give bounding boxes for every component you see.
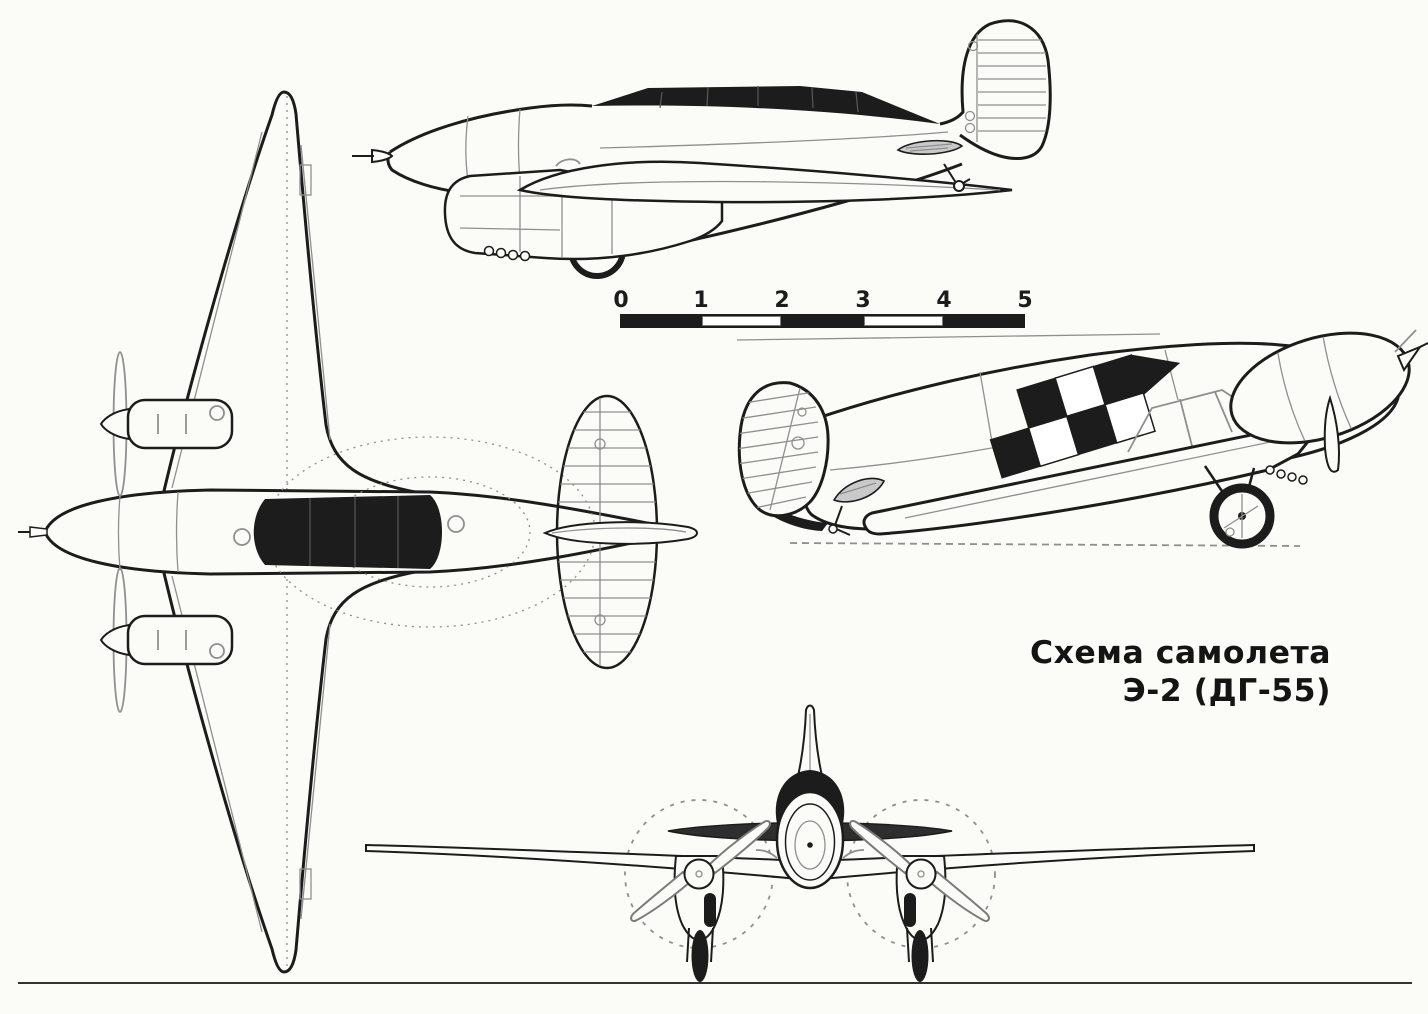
- elevator-grounded: [832, 477, 886, 503]
- hinge-fitting: [967, 40, 979, 52]
- scale-label-3: 3: [855, 288, 870, 313]
- propeller-hub: [352, 148, 394, 164]
- propeller-hub: [905, 858, 937, 890]
- nacelle-detail: [209, 405, 225, 421]
- trim-tab: [299, 164, 312, 196]
- construction-ellipse: [329, 476, 531, 588]
- scale-label-1: 1: [693, 288, 708, 313]
- main-gear-grounded: [1203, 465, 1275, 549]
- top-view: [18, 90, 698, 974]
- engine-nacelle-front-left: [630, 819, 771, 982]
- exhaust-stub: [495, 247, 507, 259]
- hinge-fitting: [964, 110, 976, 122]
- exhaust-stubs-grounded: [1265, 465, 1308, 485]
- hinge-fitting: [964, 122, 976, 134]
- propeller-blade: [928, 870, 990, 923]
- propeller-hub: [683, 858, 715, 890]
- scale-bar-body: [620, 314, 1025, 328]
- propeller-blade: [849, 819, 914, 875]
- tail-skid: [828, 505, 851, 536]
- nacelle-body: [126, 614, 234, 666]
- gear-wheel: [911, 930, 929, 982]
- propeller-blade: [706, 819, 771, 875]
- engine-nacelle-lower: [99, 567, 234, 713]
- wing-fairing-bump: [555, 158, 581, 167]
- aileron-hinge-line: [300, 623, 331, 920]
- gear-fork: [906, 927, 934, 963]
- stabilizer-inner-line: [551, 527, 687, 534]
- canopy-plan: [253, 495, 442, 569]
- near-wing-grounded: [862, 425, 1316, 536]
- aileron-hinge-line: [300, 144, 331, 441]
- exhaust-stub: [519, 250, 531, 262]
- gear-fork: [686, 927, 714, 963]
- side-view: [352, 19, 1052, 279]
- exhaust-stub: [507, 249, 519, 261]
- far-wing-line: [736, 333, 1161, 341]
- engine-nacelle-front-right: [849, 819, 990, 982]
- scale-label-2: 2: [774, 288, 789, 313]
- nacelle-body: [126, 398, 234, 450]
- scale-label-5: 5: [1017, 288, 1032, 313]
- exhaust-slots: [157, 414, 187, 434]
- hinge-fitting: [791, 436, 805, 450]
- gear-wheel: [691, 930, 709, 982]
- nacelle-detail: [209, 643, 225, 659]
- scale-bar: 0 1 2 3 4 5: [613, 288, 1033, 328]
- cooler-slot: [704, 893, 716, 927]
- scale-bar-segment-white: [864, 316, 943, 326]
- title-block: Схема самолета Э-2 (ДГ-55): [1030, 635, 1331, 709]
- hinge-fitting: [797, 407, 807, 417]
- canopy-frame: [309, 496, 399, 568]
- elevator-side: [896, 139, 964, 155]
- canopy-side: [592, 86, 940, 124]
- wing-side-section: [516, 158, 1013, 204]
- canopy-frames: [659, 86, 859, 113]
- scale-label-4: 4: [936, 288, 951, 313]
- title-line-2: Э-2 (ДГ-55): [1123, 673, 1331, 709]
- trim-tab: [299, 868, 312, 900]
- porthole: [447, 515, 465, 533]
- propeller-grounded: [1323, 329, 1428, 473]
- front-view: [365, 704, 1255, 982]
- tail-fin-grounded: [737, 381, 830, 518]
- porthole: [233, 528, 251, 546]
- stabilizer-lens: [542, 521, 698, 545]
- fin-front: [796, 704, 824, 777]
- spinner: [99, 407, 131, 441]
- fuselage-front: [755, 770, 865, 890]
- wing-root-fairing: [755, 849, 865, 859]
- checker-arrow: [1131, 354, 1181, 395]
- tail-plan: [542, 394, 698, 670]
- rudder-ribs: [976, 28, 1046, 142]
- nose-spinner: [29, 526, 48, 538]
- cooler-slot: [904, 893, 916, 927]
- tail-wheel-side: [943, 163, 971, 192]
- checker-marking: [989, 354, 1181, 479]
- spinner: [99, 623, 131, 657]
- ground-dashes: [789, 542, 1301, 547]
- tail-fin-side: [939, 19, 1052, 160]
- panel-line: [175, 491, 179, 573]
- rudder-ribs: [739, 387, 819, 511]
- wheel-hub-detail: [1225, 527, 1235, 537]
- scale-bar-segment-white: [702, 316, 781, 326]
- title-line-1: Схема самолета: [1030, 635, 1331, 671]
- exhaust-slots: [157, 630, 187, 650]
- engine-nacelle-upper: [99, 351, 234, 497]
- propeller-blade: [630, 870, 692, 923]
- exhaust-stub: [483, 245, 495, 257]
- grounded-side-view: [736, 329, 1428, 549]
- scale-label-0: 0: [613, 288, 628, 313]
- panel-line: [117, 495, 121, 571]
